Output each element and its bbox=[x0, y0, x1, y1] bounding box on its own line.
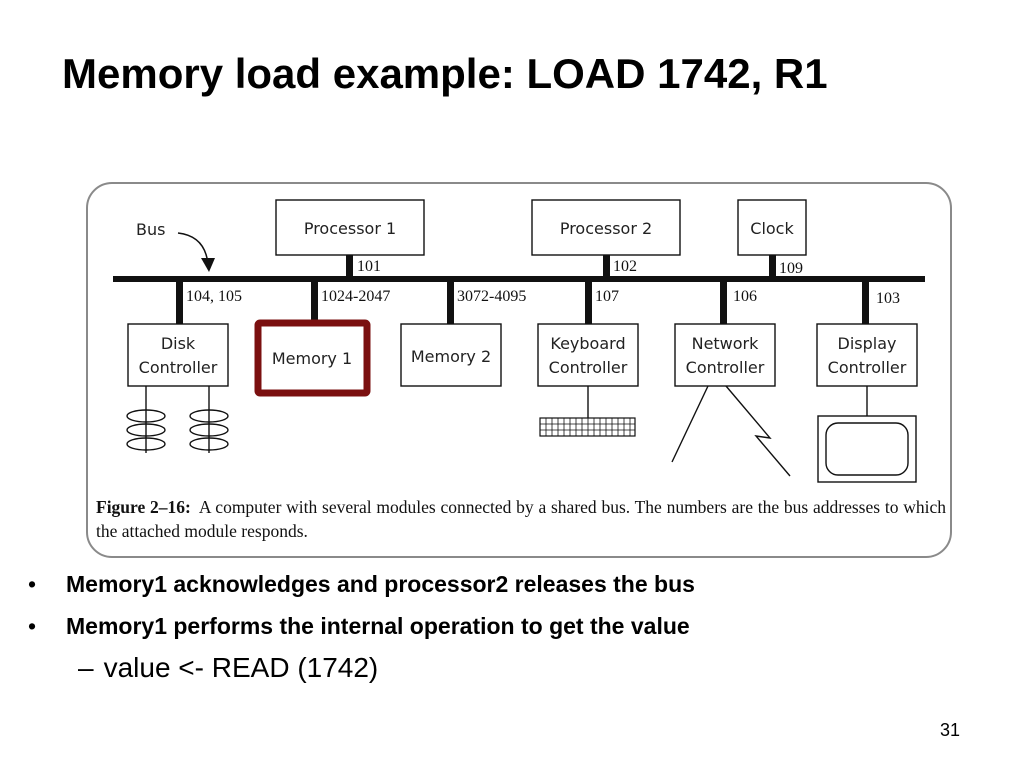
memory-1-address: 1024-2047 bbox=[321, 288, 390, 305]
memory-1-label: Memory 1 bbox=[272, 349, 352, 368]
clock-address: 109 bbox=[779, 260, 803, 277]
processor-2-module: Processor 2 102 bbox=[531, 199, 681, 277]
keyboard-controller-label-2: Controller bbox=[549, 358, 628, 377]
memory-1-module: 1024-2047 Memory 1 bbox=[254, 282, 390, 397]
bus-label: Bus bbox=[136, 220, 165, 239]
bullet-list: • Memory1 acknowledges and processor2 re… bbox=[28, 568, 695, 652]
processor-2-address: 102 bbox=[613, 258, 637, 275]
sub-bullet-text: value <- READ (1742) bbox=[103, 652, 379, 683]
disk-controller-label-1: Disk bbox=[161, 334, 196, 353]
keyboard-controller-module: 107 Keyboard Controller bbox=[537, 282, 639, 437]
shared-bus bbox=[113, 276, 925, 282]
network-controller-label-1: Network bbox=[692, 334, 760, 353]
network-controller-address: 106 bbox=[733, 288, 757, 305]
sub-bullet: –value <- READ (1742) bbox=[78, 652, 378, 684]
processor-1-address: 101 bbox=[357, 258, 381, 275]
clock-label: Clock bbox=[750, 219, 794, 238]
memory-2-label: Memory 2 bbox=[411, 347, 491, 366]
bullet-dot: • bbox=[28, 613, 37, 639]
bus-arrow-head bbox=[201, 258, 215, 272]
memory-2-module: 3072-4095 Memory 2 bbox=[400, 282, 526, 387]
bullet-dot: • bbox=[28, 571, 37, 597]
display-controller-label-1: Display bbox=[838, 334, 897, 353]
bullet-item: • Memory1 performs the internal operatio… bbox=[28, 610, 695, 652]
display-controller-label-2: Controller bbox=[828, 358, 907, 377]
network-controller-module: 106 Network Controller bbox=[671, 282, 791, 477]
bullet-text: Memory1 acknowledges and processor2 rele… bbox=[66, 571, 695, 597]
keyboard-icon bbox=[539, 417, 636, 437]
bullet-item: • Memory1 acknowledges and processor2 re… bbox=[28, 568, 695, 610]
network-controller-label-2: Controller bbox=[686, 358, 765, 377]
bus-diagram-figure bbox=[86, 182, 952, 558]
disk-controller-module: 104, 105 Disk Controller bbox=[126, 282, 242, 453]
disk-controller-label-2: Controller bbox=[139, 358, 218, 377]
disk-drive-icon bbox=[126, 386, 229, 453]
processor-1-label: Processor 1 bbox=[304, 219, 396, 238]
page-number: 31 bbox=[940, 720, 961, 740]
figure-caption: Figure 2–16:A computer with several modu… bbox=[96, 495, 946, 543]
memory-1-highlight bbox=[254, 319, 371, 397]
processor-2-label: Processor 2 bbox=[560, 219, 652, 238]
clock-module: Clock 109 bbox=[737, 199, 807, 277]
keyboard-controller-address: 107 bbox=[595, 288, 619, 305]
memory-2-address: 3072-4095 bbox=[457, 288, 526, 305]
monitor-icon bbox=[817, 415, 917, 483]
disk-controller-address: 104, 105 bbox=[186, 288, 242, 305]
keyboard-controller-label-1: Keyboard bbox=[550, 334, 625, 353]
display-controller-module: 103 Display Controller bbox=[816, 282, 918, 483]
display-controller-address: 103 bbox=[876, 290, 900, 307]
sub-bullet-dash: – bbox=[78, 652, 94, 683]
network-link-icon bbox=[671, 385, 791, 477]
figure-caption-text: A computer with several modules connecte… bbox=[96, 497, 946, 541]
processor-1-module: Processor 1 101 bbox=[275, 199, 425, 277]
bullet-text: Memory1 performs the internal operation … bbox=[66, 613, 690, 639]
figure-caption-label: Figure 2–16: bbox=[96, 497, 191, 517]
slide-title: Memory load example: LOAD 1742, R1 bbox=[62, 50, 828, 97]
